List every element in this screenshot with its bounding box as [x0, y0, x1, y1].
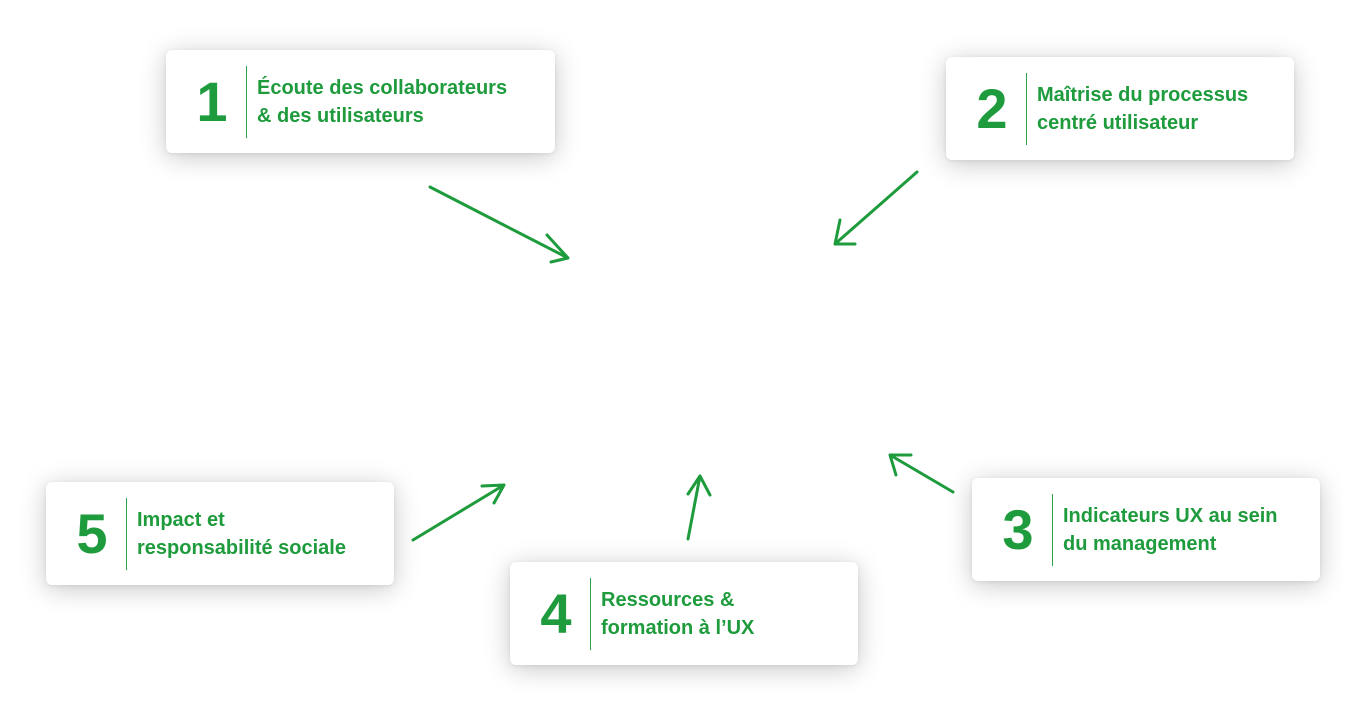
arrow-1 [428, 185, 570, 264]
step-label-line: Impact et [137, 508, 225, 531]
step-number: 4 [540, 581, 572, 645]
step-label-line: Maîtrise du processus [1037, 83, 1249, 106]
step-divider [126, 497, 127, 570]
arrow-2 [833, 170, 919, 246]
step-label-line: Ressources & [601, 588, 735, 611]
step-divider [1052, 493, 1053, 566]
step-label: Indicateurs UX au sein du management [1063, 502, 1278, 558]
arrow-3 [888, 453, 955, 494]
arrow-4 [686, 474, 712, 541]
step-number: 5 [76, 501, 108, 565]
step-card-4: 4 Ressources & formation à l’UX [510, 562, 858, 665]
step-label: Maîtrise du processus centré utilisateur [1037, 81, 1248, 137]
step-label-line: & des utilisateurs [257, 104, 424, 127]
step-card-5: 5 Impact et responsabilité sociale [46, 482, 394, 585]
step-label-line: centré utilisateur [1037, 111, 1199, 134]
step-card-1: 1 Écoute des collaborateurs & des utilis… [166, 50, 555, 153]
step-label: Ressources & formation à l’UX [601, 586, 754, 642]
step-number: 1 [196, 69, 228, 133]
step-label: Impact et responsabilité sociale [137, 506, 346, 562]
step-label-line: formation à l’UX [601, 616, 755, 639]
step-number: 3 [1002, 497, 1034, 561]
step-card-2: 2 Maîtrise du processus centré utilisate… [946, 57, 1294, 160]
step-label-line: Écoute des collaborateurs [257, 76, 508, 99]
arrow-5 [411, 483, 506, 542]
step-divider [1026, 72, 1027, 145]
step-number: 2 [976, 76, 1008, 140]
step-label-line: du management [1063, 532, 1217, 555]
step-label-line: Indicateurs UX au sein [1063, 504, 1278, 527]
step-divider [590, 577, 591, 650]
step-card-3: 3 Indicateurs UX au sein du management [972, 478, 1320, 581]
step-label-line: responsabilité sociale [137, 536, 346, 559]
step-label: Écoute des collaborateurs & des utilisat… [257, 74, 507, 130]
step-divider [246, 65, 247, 138]
